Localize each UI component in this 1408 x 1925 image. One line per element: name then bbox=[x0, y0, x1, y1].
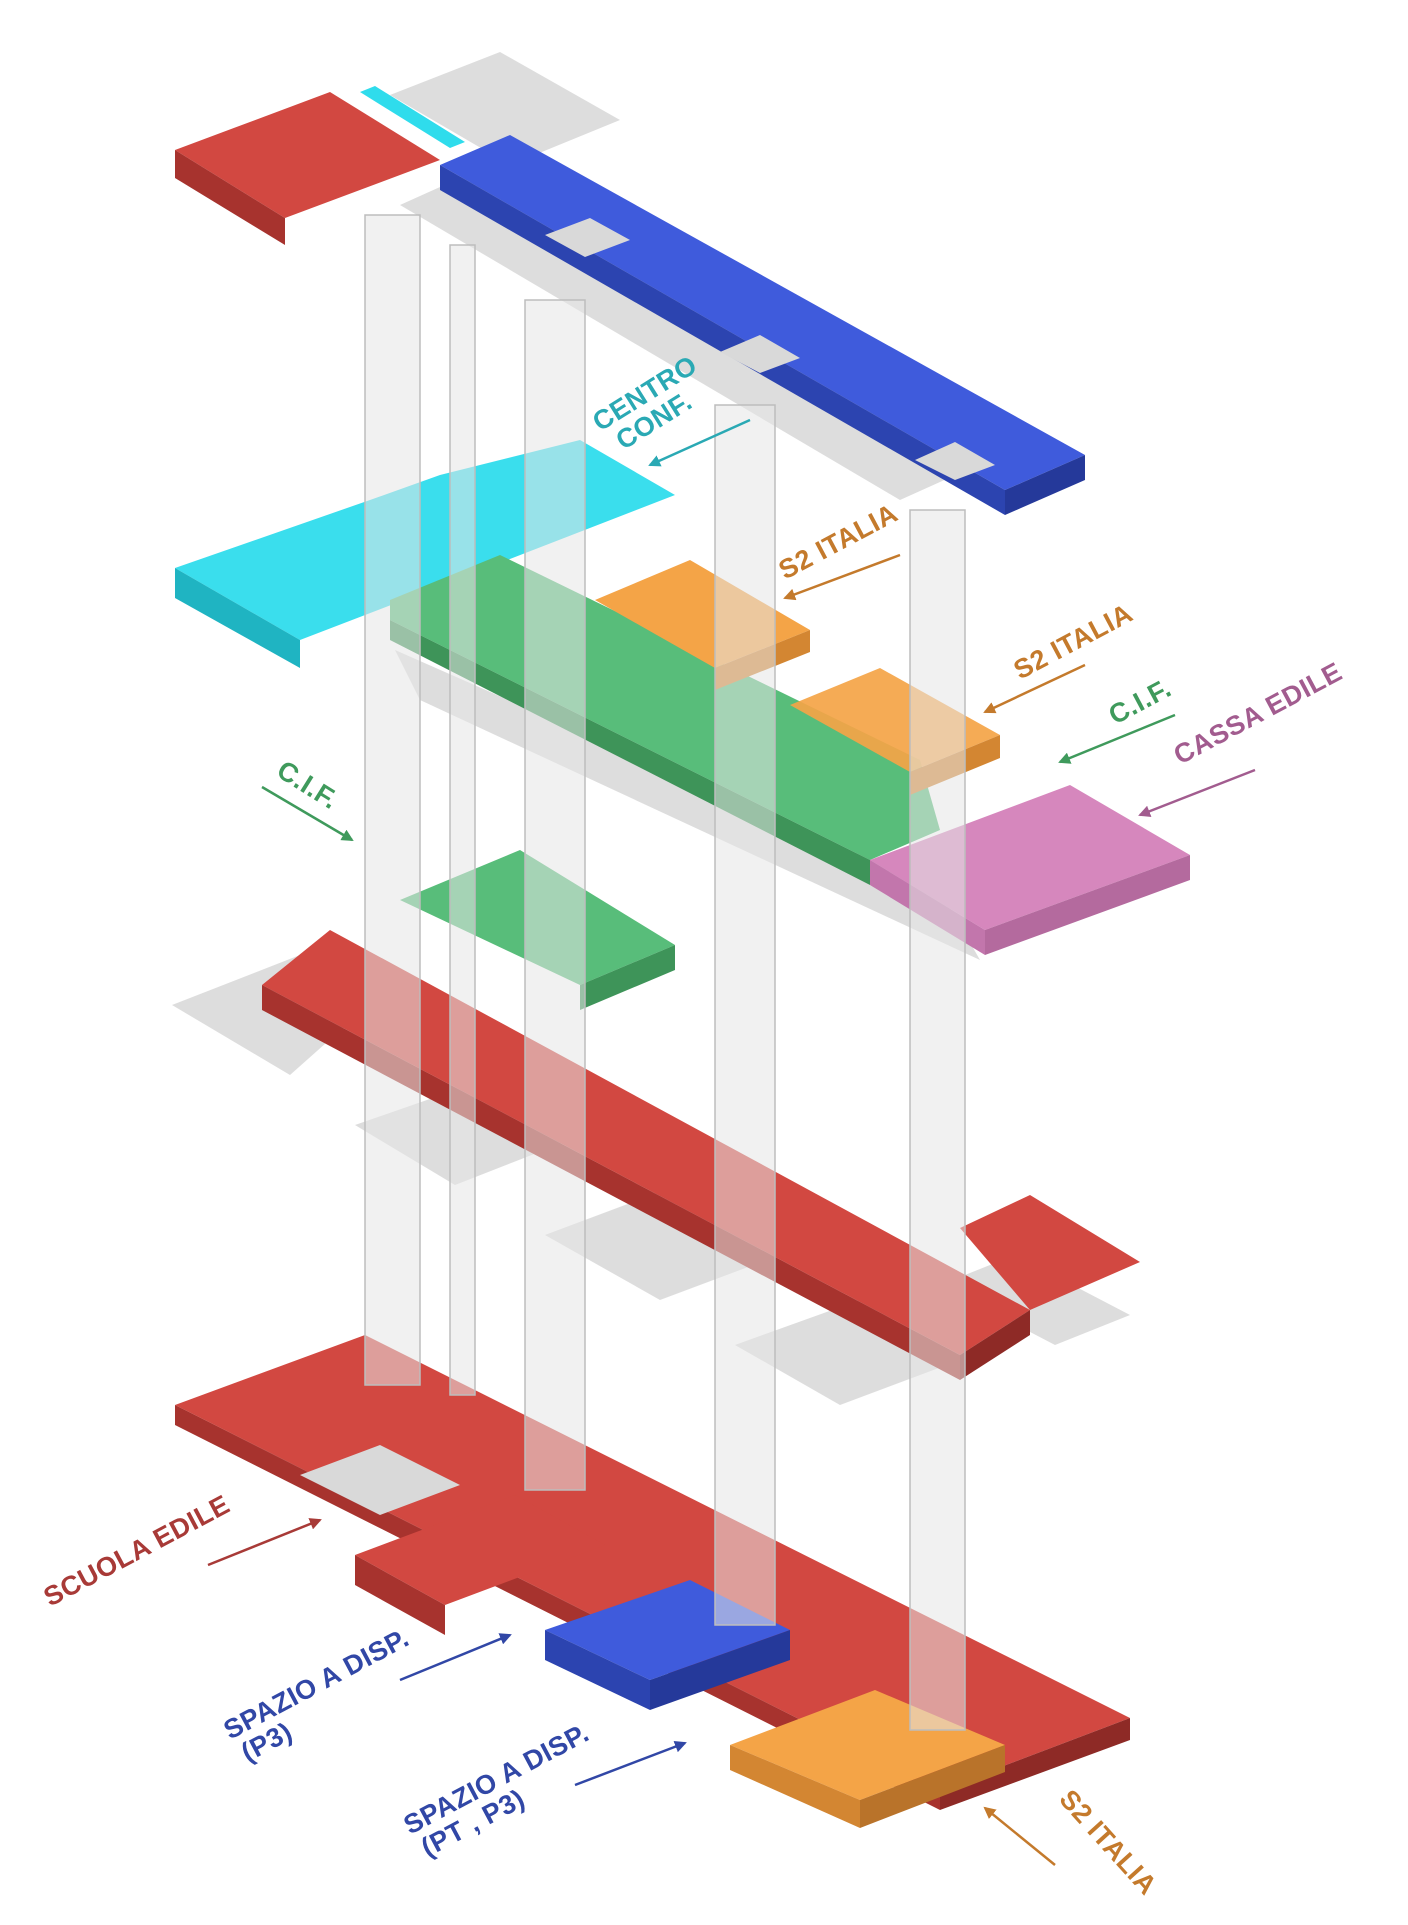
label-cassa-edile: CASSA EDILE bbox=[1138, 656, 1347, 817]
ground-orange-block-side-right bbox=[860, 1745, 1005, 1828]
label-s2-italia-ground: S2 ITALIA bbox=[983, 1784, 1163, 1901]
label-spazio-pt: SPAZIO A DISP. (PT , P3) bbox=[399, 1714, 687, 1865]
arrow-s2-italia-level4 bbox=[783, 553, 901, 601]
arrow-centro-conf bbox=[648, 418, 751, 467]
top-blue-notch-1 bbox=[545, 218, 630, 257]
label-s2-italia-level4: S2 ITALIA bbox=[774, 498, 903, 601]
label-cassa-edile-text: CASSA EDILE bbox=[1169, 656, 1347, 770]
top-cyan-strip bbox=[360, 86, 465, 148]
label-spazio-p3: SPAZIO A DISP. (P3) bbox=[219, 1619, 512, 1770]
ground-gray-courtyard bbox=[300, 1445, 460, 1515]
arrow-spazio-p3 bbox=[399, 1633, 512, 1682]
top-red-slab-top bbox=[175, 92, 440, 218]
ground-blue-block-side bbox=[545, 1630, 650, 1710]
ground-blue-block-side-right bbox=[650, 1630, 790, 1710]
label-cif-right: C.I.F. bbox=[1058, 673, 1176, 764]
label-spazio-p3-line1: SPAZIO A DISP. bbox=[219, 1623, 414, 1746]
arrow-s2-italia-ground bbox=[983, 1806, 1056, 1866]
svg-text:SPAZIO A DISP. (P3): SPAZIO A DISP. (P3) bbox=[219, 1619, 434, 1770]
top-level bbox=[175, 52, 1085, 515]
ground-red-slab-side-right bbox=[940, 1718, 1130, 1810]
level-3 bbox=[175, 440, 1190, 960]
label-cif-left-text: C.I.F. bbox=[272, 755, 344, 815]
arrow-cassa-edile bbox=[1138, 768, 1256, 817]
label-s2-italia-level4-text: S2 ITALIA bbox=[774, 498, 903, 586]
label-cif-right-text: C.I.F. bbox=[1104, 673, 1176, 730]
arrow-cif-left bbox=[261, 785, 354, 842]
ground-level bbox=[175, 1335, 1130, 1828]
svg-text:CENTRO CONF.: CENTRO CONF. bbox=[587, 345, 724, 460]
label-s2-italia-ground-text: S2 ITALIA bbox=[1054, 1784, 1163, 1901]
top-blue-notch-3 bbox=[915, 442, 995, 480]
arrow-scuola-edile bbox=[207, 1518, 322, 1567]
arrow-s2-italia-level3 bbox=[983, 663, 1086, 714]
level3-cyan-slab-side bbox=[175, 568, 300, 668]
label-s2-italia-level3-text: S2 ITALIA bbox=[1009, 598, 1138, 686]
core-1 bbox=[364, 214, 421, 1386]
level2-red-wing-top bbox=[960, 1195, 1140, 1310]
core-2 bbox=[449, 244, 476, 1396]
ground-red-slab-top bbox=[175, 1335, 1130, 1790]
arrow-spazio-pt bbox=[574, 1740, 687, 1787]
top-blue-slab-top bbox=[440, 135, 1085, 490]
level2-green-slab-side bbox=[580, 945, 675, 1010]
label-scuola-edile-text: SCUOLA EDILE bbox=[39, 1489, 235, 1612]
top-gray-slab bbox=[390, 52, 620, 165]
top-red-slab-side bbox=[175, 150, 285, 245]
level2-red-spine-side-right bbox=[960, 1310, 1030, 1380]
svg-text:SPAZIO A DISP. (PT , P3): SPAZIO A DISP. (PT , P3) bbox=[399, 1714, 614, 1865]
level2-red-spine-side bbox=[262, 985, 960, 1380]
label-cif-left: C.I.F. bbox=[261, 755, 354, 842]
label-scuola-edile: SCUOLA EDILE bbox=[39, 1489, 322, 1612]
core-4 bbox=[714, 404, 776, 1626]
ground-orange-block-side bbox=[730, 1745, 860, 1828]
ground-red-wing-side bbox=[355, 1555, 445, 1635]
core-3 bbox=[524, 299, 586, 1491]
top-blue-slab-side-right bbox=[1005, 455, 1085, 515]
arrow-cif-right bbox=[1058, 713, 1176, 764]
top-blue-notch-2 bbox=[720, 335, 800, 373]
label-s2-italia-level3: S2 ITALIA bbox=[983, 598, 1138, 714]
ground-red-wing-top bbox=[355, 1495, 605, 1605]
level3-pink-slab-side bbox=[985, 855, 1190, 955]
vertical-cores bbox=[364, 214, 966, 1731]
core-5 bbox=[909, 509, 966, 1731]
